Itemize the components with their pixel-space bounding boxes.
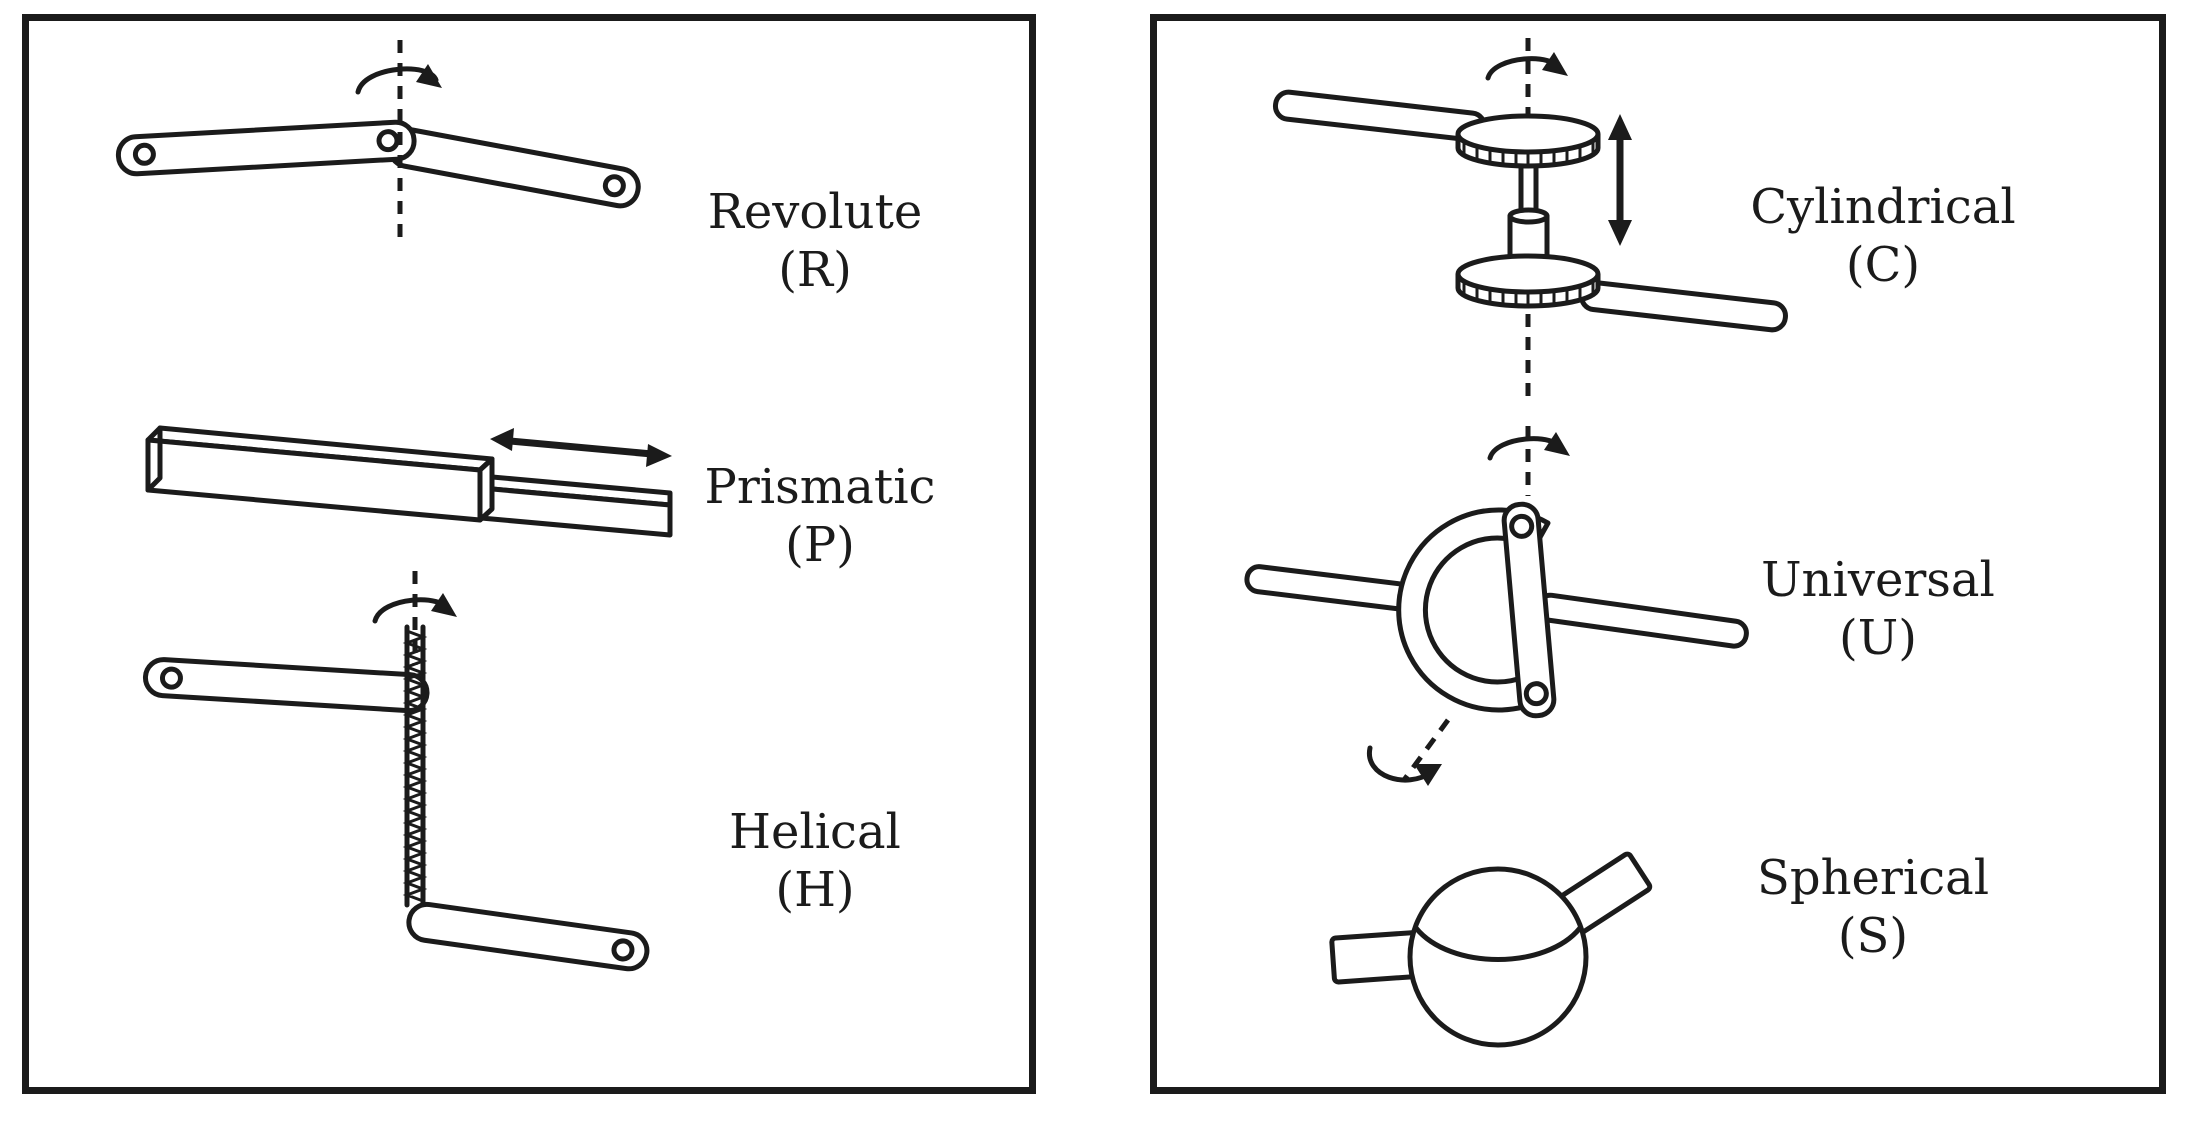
joint-name: Universal [1761,552,1995,608]
joint-types-panel-left: Revolute (R) Prismatic (P) [22,14,1036,1094]
joint-name: Cylindrical [1750,179,2016,235]
prismatic-joint-figure [140,388,680,568]
joint-symbol: (R) [778,242,852,298]
universal-joint-icon [1244,426,1749,786]
joint-symbol: (H) [775,862,855,918]
joint-symbol: (C) [1845,237,1921,293]
joint-symbol: (P) [785,517,855,573]
revolute-joint-icon [115,40,641,246]
spherical-joint-icon [1329,851,1653,1048]
revolute-joint-label: Revolute (R) [708,183,923,299]
joint-symbol: (S) [1837,908,1909,964]
joint-name: Helical [729,804,901,860]
helical-joint-figure [117,569,657,1054]
joint-symbol: (U) [1839,610,1917,666]
helical-joint-icon [142,571,650,972]
spherical-joint-label: Spherical (S) [1757,849,1989,965]
revolute-joint-figure [82,34,682,344]
cylindrical-joint-figure [1260,34,1800,404]
helical-joint-label: Helical (H) [729,803,901,919]
universal-joint-figure [1240,424,1770,804]
cylindrical-joint-label: Cylindrical (C) [1750,178,2015,294]
joint-name: Revolute [707,184,923,240]
joint-types-panel-right: Cylindrical (C) Univ [1150,14,2166,1094]
prismatic-joint-icon [145,425,673,538]
joint-name: Spherical [1756,850,1990,906]
prismatic-joint-label: Prismatic (P) [705,458,936,574]
universal-joint-label: Universal (U) [1761,551,1995,667]
spherical-joint-figure [1275,829,1735,1064]
joint-name: Prismatic [704,459,936,515]
cylindrical-joint-icon [1272,38,1788,396]
